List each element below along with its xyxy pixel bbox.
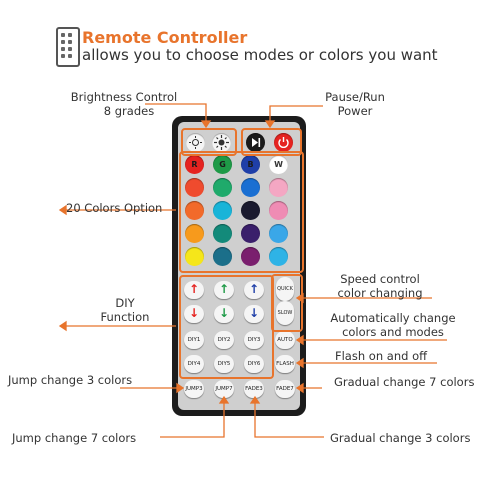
- diy2-button[interactable]: DIY2: [214, 331, 234, 349]
- auto-label: Automatically change colors and modes: [318, 311, 468, 339]
- color-button[interactable]: [213, 201, 232, 220]
- brightness-label-line1: Brightness Control: [70, 90, 178, 104]
- diy-label-line2: Function: [100, 310, 150, 324]
- pause-label-line1: Pause/Run: [325, 90, 385, 104]
- green-up-button[interactable]: ↑: [214, 281, 234, 299]
- fade7-button[interactable]: FADE7: [275, 380, 295, 398]
- colors-option-label: 20 Colors Option: [66, 201, 163, 215]
- fade7-label: Gradual change 7 colors: [334, 375, 475, 389]
- color-button[interactable]: [213, 178, 232, 197]
- color-button[interactable]: [241, 247, 260, 266]
- blue-up-button[interactable]: ↑: [244, 281, 264, 299]
- color-button[interactable]: [269, 178, 288, 197]
- color-button[interactable]: [185, 201, 204, 220]
- page-subtitle: allows you to choose modes or colors you…: [82, 46, 438, 64]
- jump3-button[interactable]: JUMP3: [184, 380, 204, 398]
- color-button[interactable]: R: [185, 155, 204, 174]
- red-up-button[interactable]: ↑: [184, 281, 204, 299]
- brightness-label: Brightness Control 8 grades: [54, 90, 194, 118]
- diy-label-line1: DIY: [115, 296, 135, 310]
- auto-label-line1: Automatically change: [330, 311, 456, 325]
- diy5-button[interactable]: DIY5: [214, 355, 234, 373]
- color-button[interactable]: [269, 201, 288, 220]
- brightness-up-button[interactable]: [212, 133, 231, 152]
- fade3-button[interactable]: FADE3: [244, 380, 264, 398]
- brightness-down-button[interactable]: [186, 133, 205, 152]
- flash-button[interactable]: FLASH: [275, 355, 295, 373]
- diy6-button[interactable]: DIY6: [244, 355, 264, 373]
- white-letter: W: [274, 160, 283, 169]
- speed-label-line2: color changing: [337, 286, 423, 300]
- speed-label-line1: Speed control: [340, 272, 420, 286]
- pause-label-line2: Power: [337, 104, 373, 118]
- color-button[interactable]: B: [241, 155, 260, 174]
- color-button[interactable]: [241, 178, 260, 197]
- pause-power-label: Pause/Run Power: [320, 90, 390, 118]
- red-letter: R: [191, 160, 198, 169]
- power-highlight-box: [241, 128, 302, 156]
- auto-button[interactable]: AUTO: [275, 331, 295, 349]
- auto-label-line2: colors and modes: [342, 325, 444, 339]
- pause-run-button[interactable]: [246, 133, 265, 152]
- diy-highlight-box: [179, 275, 274, 379]
- red-down-button[interactable]: ↓: [184, 305, 204, 323]
- color-button[interactable]: [241, 201, 260, 220]
- quick-button[interactable]: QUICK: [276, 277, 294, 301]
- green-letter: G: [219, 160, 226, 169]
- diy3-button[interactable]: DIY3: [244, 331, 264, 349]
- power-button[interactable]: [274, 133, 293, 152]
- speed-label: Speed control color changing: [330, 272, 430, 300]
- color-button[interactable]: [213, 247, 232, 266]
- jump7-label: Jump change 7 colors: [12, 431, 137, 445]
- color-button[interactable]: [185, 247, 204, 266]
- diy-label: DIY Function: [95, 296, 155, 324]
- fade3-label: Gradual change 3 colors: [330, 431, 471, 445]
- brightness-highlight-box: [181, 128, 237, 156]
- jump3-label: Jump change 3 colors: [8, 373, 133, 387]
- color-button[interactable]: [269, 224, 288, 243]
- color-button[interactable]: [241, 224, 260, 243]
- color-button[interactable]: [269, 247, 288, 266]
- color-button[interactable]: G: [213, 155, 232, 174]
- colors-highlight-box: [179, 151, 304, 273]
- jump7-button[interactable]: JUMP7: [214, 380, 234, 398]
- blue-letter: B: [247, 160, 254, 169]
- diy1-button[interactable]: DIY1: [184, 331, 204, 349]
- speed-highlight-box: [271, 274, 303, 332]
- brightness-label-line2: 8 grades: [103, 104, 155, 118]
- slow-button[interactable]: SLOW: [276, 301, 294, 325]
- green-down-button[interactable]: ↓: [214, 305, 234, 323]
- color-button[interactable]: [185, 224, 204, 243]
- flash-label: Flash on and off: [335, 349, 428, 363]
- remote-thumbnail-icon: [56, 27, 80, 67]
- page-title: Remote Controller: [82, 28, 248, 47]
- color-button[interactable]: W: [269, 155, 288, 174]
- diy4-button[interactable]: DIY4: [184, 355, 204, 373]
- color-button[interactable]: [185, 178, 204, 197]
- color-button[interactable]: [213, 224, 232, 243]
- blue-down-button[interactable]: ↓: [244, 305, 264, 323]
